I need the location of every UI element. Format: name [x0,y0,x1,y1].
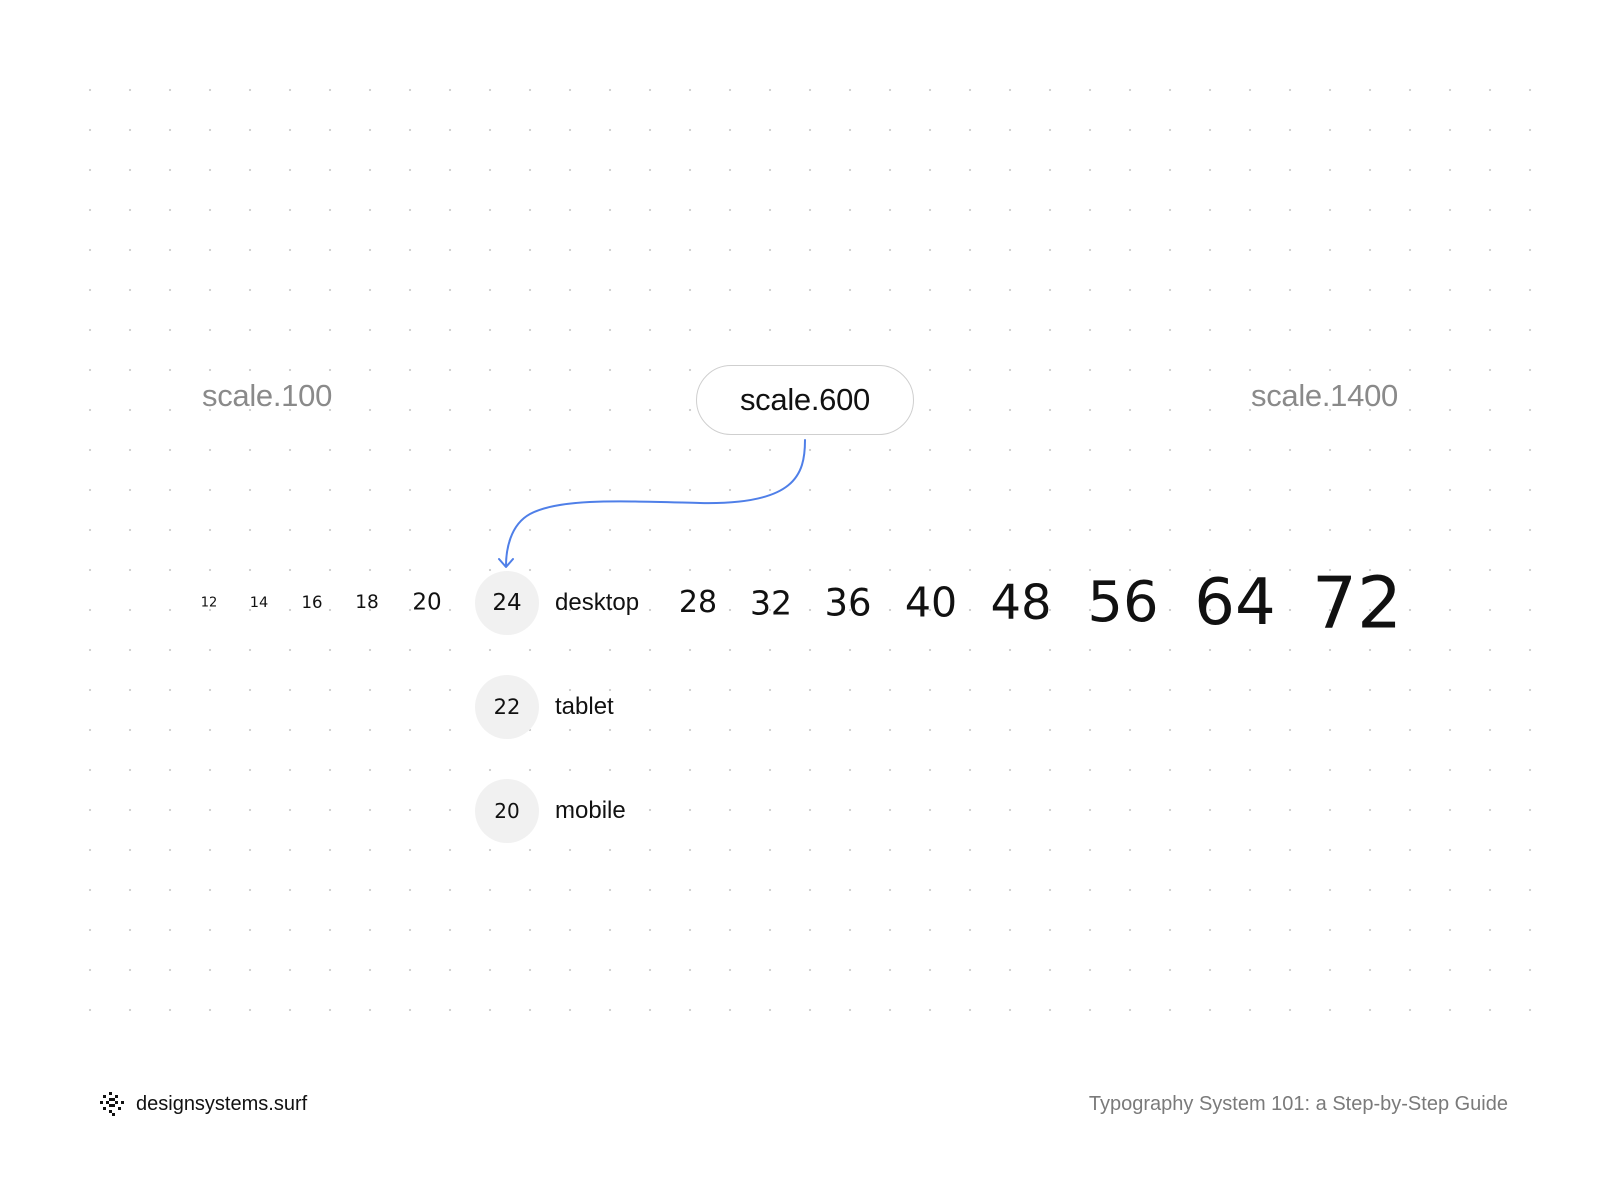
breakpoint-label-tablet: tablet [555,693,614,720]
designsystems-logo-icon [100,1092,124,1116]
size-36: 36 [824,581,872,625]
size-40: 40 [904,578,958,627]
breakpoint-value-circle: 24 [475,571,539,635]
scale-current-pill: scale.600 [696,365,914,435]
size-16: 16 [301,592,323,612]
scale-min-label: scale.100 [202,378,333,413]
size-18: 18 [355,591,379,613]
breakpoint-label-desktop: desktop [555,589,640,616]
breakpoint-label-mobile: mobile [555,797,626,824]
brand-name: designsystems.surf [136,1092,308,1115]
size-14: 14 [249,594,269,611]
footer-brand[interactable]: designsystems.surf [100,1092,307,1116]
size-20: 20 [412,589,442,616]
breakpoint-value-circle: 22 [475,675,539,739]
size-56: 56 [1087,570,1159,635]
size-48: 48 [990,575,1052,631]
size-72: 72 [1311,561,1403,645]
scale-max-label: scale.1400 [1251,378,1398,413]
breakpoint-value-circle: 20 [475,779,539,843]
size-28: 28 [678,585,718,620]
size-64: 64 [1194,566,1276,640]
scale-current-label: scale.600 [739,382,870,417]
dot-grid-background [70,70,1540,1020]
size-12: 12 [200,595,218,611]
guide-title: Typography System 101: a Step-by-Step Gu… [1088,1093,1508,1115]
size-32: 32 [750,583,792,623]
